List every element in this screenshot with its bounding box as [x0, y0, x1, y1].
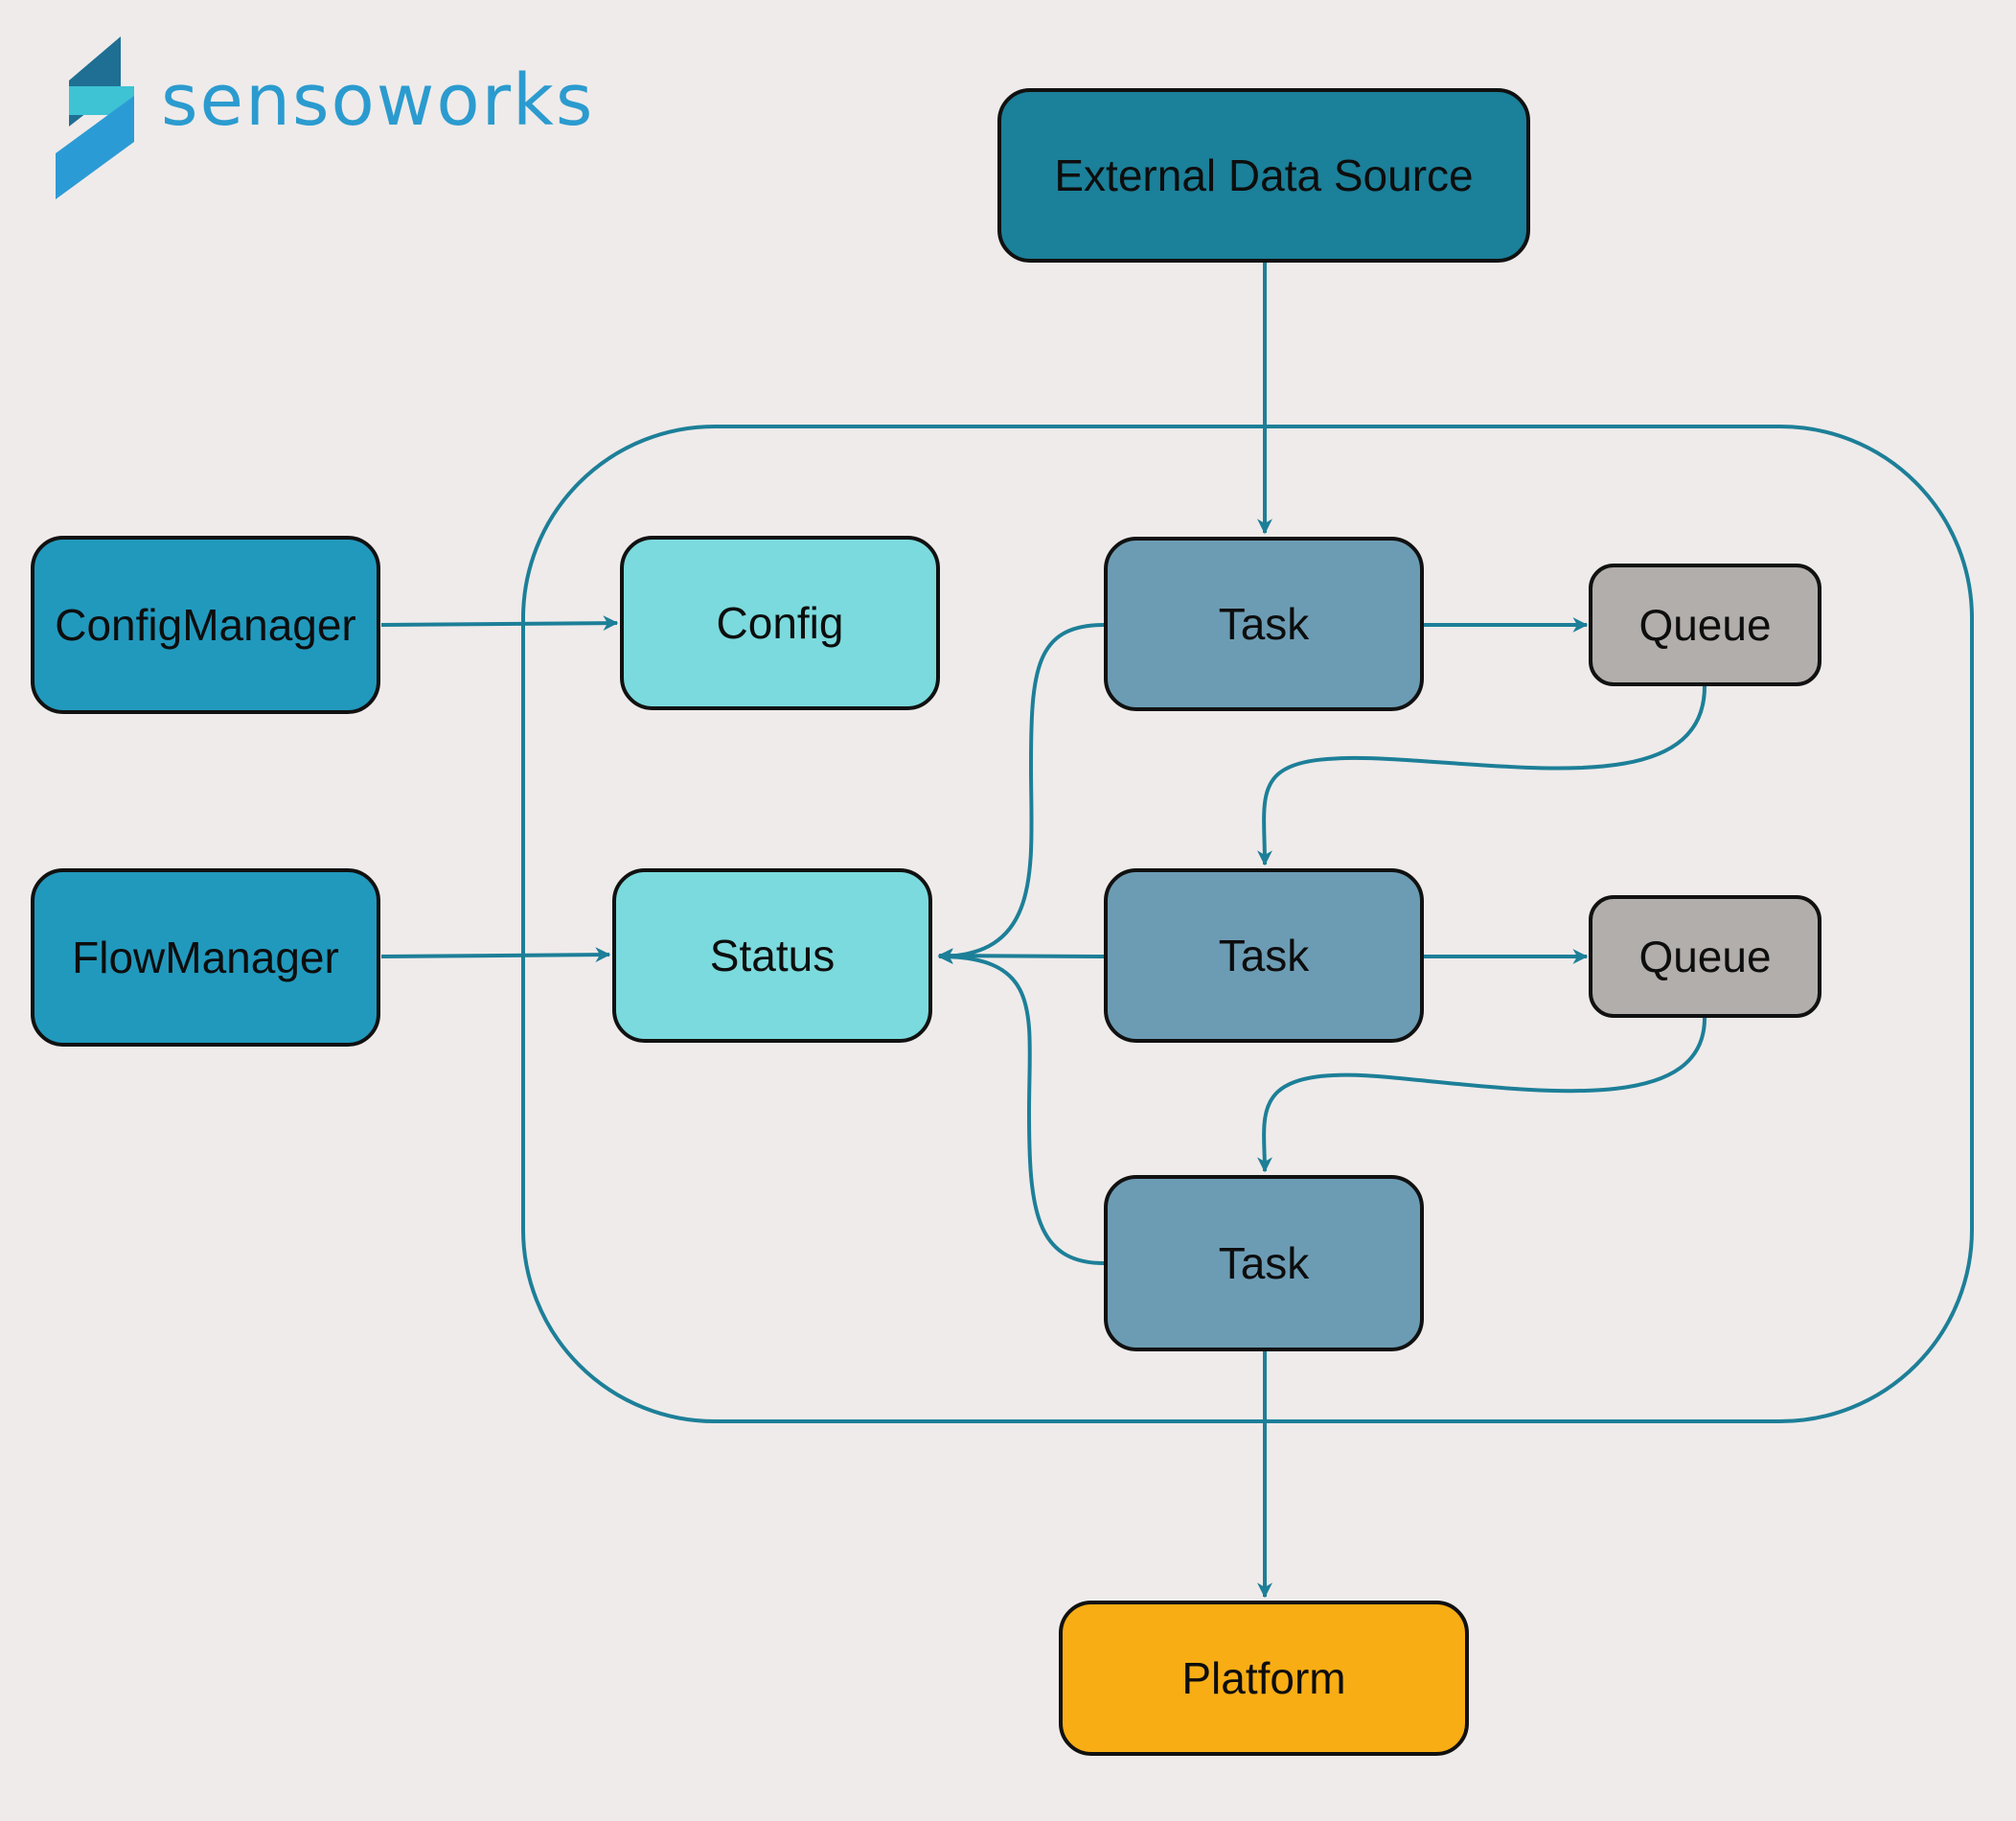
queue-label-1: Queue: [1638, 600, 1772, 650]
status-node[interactable]: Status: [612, 868, 932, 1043]
connector-task-1-to-status: [937, 623, 1105, 964]
flow-manager-label: FlowManager: [72, 933, 339, 982]
process-container-boundary: [521, 425, 1974, 1423]
connector-configmanager-to-config: [380, 615, 619, 632]
task-node-2[interactable]: Task: [1104, 868, 1424, 1043]
config-manager-node[interactable]: ConfigManager: [31, 536, 380, 714]
platform-node[interactable]: Platform: [1059, 1601, 1469, 1756]
task-node-3[interactable]: Task: [1104, 1175, 1424, 1351]
status-label: Status: [709, 931, 836, 980]
external-data-source-node[interactable]: External Data Source: [997, 88, 1530, 263]
queue-label-2: Queue: [1638, 932, 1772, 981]
flow-manager-node[interactable]: FlowManager: [31, 868, 380, 1047]
connector-task-3-to-status: [937, 949, 1105, 1265]
config-node[interactable]: Config: [620, 536, 940, 710]
sensoworks-logo-icon: [56, 36, 134, 199]
queue-node-1[interactable]: Queue: [1589, 564, 1821, 686]
config-label: Config: [716, 598, 844, 648]
task-label-1: Task: [1218, 599, 1310, 649]
platform-label: Platform: [1181, 1653, 1346, 1703]
connector-queue-1-to-task-2: [1256, 685, 1707, 866]
connector-queue-2-to-task-3: [1256, 1017, 1707, 1173]
connector-task-2-to-status: [937, 948, 1105, 964]
task-label-3: Task: [1218, 1238, 1310, 1288]
connector-flowmanager-to-status: [380, 947, 611, 963]
external-data-source-label: External Data Source: [1054, 150, 1474, 200]
config-manager-label: ConfigManager: [55, 600, 356, 650]
brand-name: sensoworks: [161, 59, 595, 142]
task-node-1[interactable]: Task: [1104, 537, 1424, 711]
queue-node-2[interactable]: Queue: [1589, 895, 1821, 1018]
task-label-2: Task: [1218, 931, 1310, 980]
